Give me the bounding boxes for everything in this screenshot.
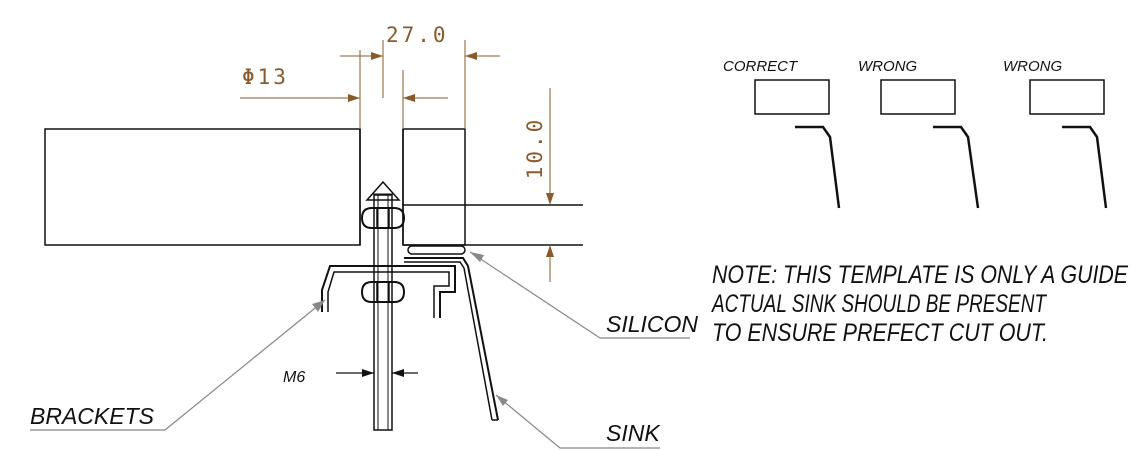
silicon-label: SILICON <box>606 311 698 337</box>
bolt-size-label: M6 <box>283 369 305 386</box>
example-wrong-2: WRONG <box>1003 58 1108 209</box>
dimension-width: 27.0 <box>340 23 500 129</box>
thickness-dimension-label: 10.0 <box>523 117 547 180</box>
example-label-wrong-1: WRONG <box>858 58 917 75</box>
note-line-3: TO ENSURE PREFECT CUT OUT. <box>712 319 1048 347</box>
silicon-bead <box>407 245 466 255</box>
leader-lines <box>30 251 690 449</box>
bolt-assembly <box>360 180 406 431</box>
countertop <box>44 128 466 246</box>
dimension-hole: Φ13 <box>240 50 448 129</box>
example-correct: CORRECT <box>723 58 841 209</box>
width-dimension-label: 27.0 <box>386 23 449 47</box>
extension-lines <box>403 204 583 246</box>
note-line-2: ACTUAL SINK SHOULD BE PRESENT <box>710 290 1047 318</box>
brackets-label: BRACKETS <box>30 403 155 429</box>
hole-dimension-label: Φ13 <box>242 65 289 89</box>
dimension-thickness: 10.0 <box>523 88 554 282</box>
sink-label: SINK <box>606 420 661 446</box>
example-label-correct: CORRECT <box>723 58 799 75</box>
example-label-wrong-2: WRONG <box>1003 58 1062 75</box>
example-wrong-1: WRONG <box>858 58 980 209</box>
bracket <box>321 265 456 318</box>
sink-rim <box>404 257 499 421</box>
note-line-1: NOTE: THIS TEMPLATE IS ONLY A GUIDE <box>712 261 1128 289</box>
dimension-bolt: M6 <box>283 369 418 386</box>
note-block: NOTE: THIS TEMPLATE IS ONLY A GUIDE ACTU… <box>710 261 1128 347</box>
